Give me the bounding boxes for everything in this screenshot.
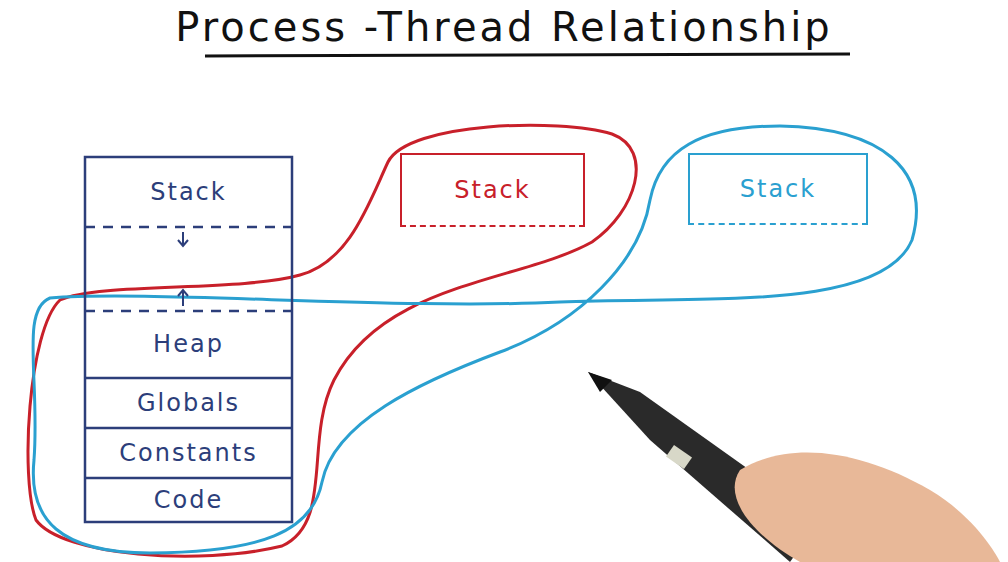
growth-arrow <box>178 290 188 306</box>
segment-label: Heap <box>153 331 224 357</box>
thread-stack: Stack <box>400 153 585 227</box>
stack-limit <box>85 226 292 229</box>
growth-arrow <box>178 232 188 246</box>
address-space-box <box>85 157 292 522</box>
thread-outline <box>28 125 636 556</box>
diagram-title: Process -Thread Relationship <box>175 4 832 50</box>
segment-label: Stack <box>740 176 816 202</box>
code-segment: Code <box>85 478 292 522</box>
segment-divider <box>85 377 292 380</box>
segment-label: Code <box>154 487 223 513</box>
segment-label: Stack <box>454 177 530 203</box>
segment-divider <box>85 427 292 430</box>
segment-label: Stack <box>150 179 226 205</box>
segment-label: Globals <box>137 390 240 416</box>
thread-stack: Stack <box>688 153 868 225</box>
segment-divider <box>85 477 292 480</box>
title-underline <box>205 54 850 56</box>
constants-segment: Constants <box>85 428 292 478</box>
heap-limit <box>85 310 292 313</box>
segment-label: Constants <box>119 440 257 466</box>
heap-segment: Heap <box>85 311 292 378</box>
globals-segment: Globals <box>85 378 292 428</box>
pen-illustration <box>588 372 1000 562</box>
stack-segment: Stack <box>85 157 292 227</box>
title-block: Process -Thread Relationship <box>0 4 1008 50</box>
